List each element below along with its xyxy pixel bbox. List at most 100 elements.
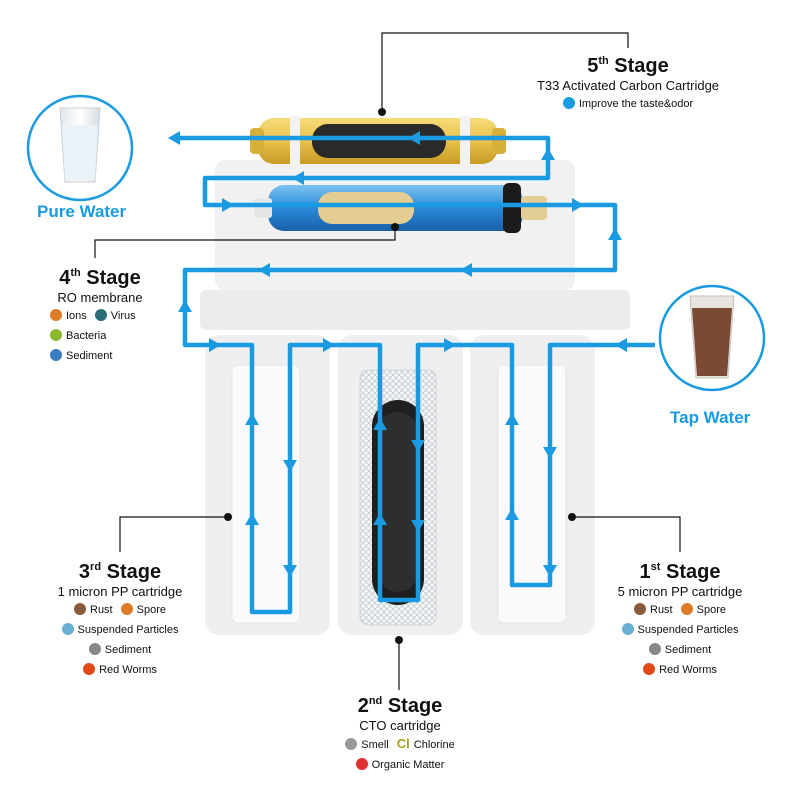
- contaminant-item: Smell: [345, 735, 389, 755]
- stage-item-row: Sediment: [20, 640, 220, 660]
- stage-4-title: 4th Stage: [59, 267, 141, 289]
- spore-icon: [680, 603, 693, 615]
- stage-item-row: Sediment: [46, 346, 180, 366]
- contaminant-item: Bacteria: [50, 326, 106, 346]
- worm-icon: [83, 663, 96, 675]
- smell-icon: [345, 738, 358, 750]
- chlorine-icon: Cl: [396, 736, 410, 751]
- particles-icon: [621, 623, 634, 635]
- stage-1-label: 1st Stage 5 micron PP cartridge Rust Spor…: [580, 556, 780, 680]
- bacteria-icon: [50, 329, 62, 341]
- stage-3-subtitle: 1 micron PP cartridge: [57, 584, 183, 599]
- cto-cartridge: [359, 369, 437, 626]
- contaminant-item: Improve the taste&odor: [562, 94, 694, 114]
- contaminant-label: Sediment: [664, 644, 712, 656]
- stage-1-subtitle: 5 micron PP cartridge: [617, 584, 743, 599]
- contaminant-item: Sediment: [88, 640, 152, 660]
- stage-item-row: Rust Spore: [580, 600, 780, 620]
- stage-item-row: Improve the taste&odor: [498, 94, 758, 114]
- stage-2-title: 2nd Stage: [357, 695, 443, 717]
- stage-item-row: Sediment: [580, 640, 780, 660]
- stage-item-row: Ions Virus: [46, 306, 180, 326]
- stage-5-subtitle: T33 Activated Carbon Cartridge: [536, 78, 720, 93]
- contaminant-label: Smell: [361, 739, 389, 751]
- stage-item-row: Red Worms: [580, 660, 780, 680]
- tap-water-glass-icon: [658, 284, 766, 392]
- rust-icon: [634, 603, 646, 615]
- stage-2-subtitle: CTO cartridge: [359, 718, 441, 733]
- contaminant-item: Red Worms: [83, 660, 157, 680]
- stage-4-subtitle: RO membrane: [57, 290, 143, 305]
- spore-icon: [120, 603, 133, 615]
- organic-icon: [355, 758, 368, 770]
- contaminant-label: Spore: [696, 604, 726, 616]
- water-flow-path: [175, 135, 655, 615]
- contaminant-label: Suspended Particles: [77, 624, 179, 636]
- contaminant-item: Red Worms: [643, 660, 717, 680]
- contaminant-label: Virus: [110, 310, 136, 322]
- stage-3-label: 3rd Stage 1 micron PP cartridge Rust Spor…: [20, 556, 220, 680]
- cup-icon: [562, 97, 575, 109]
- contaminant-label: Red Worms: [99, 664, 157, 676]
- stage-5-label: 5th Stage T33 Activated Carbon Cartridge…: [498, 50, 758, 114]
- contaminant-label: Chlorine: [413, 739, 455, 751]
- particles-icon: [61, 623, 74, 635]
- stage-item-row: Red Worms: [20, 660, 220, 680]
- flow-arrows: [168, 131, 627, 577]
- pure-water-glass-icon: [26, 94, 134, 202]
- contaminant-label: Bacteria: [66, 330, 107, 342]
- stage-item-row: Bacteria: [46, 326, 180, 346]
- contaminant-label: Improve the taste&odor: [578, 98, 694, 110]
- contaminant-label: Red Worms: [659, 664, 717, 676]
- contaminant-item: Rust: [634, 600, 673, 620]
- virus-icon: [94, 309, 107, 321]
- contaminant-item: Suspended Particles: [61, 620, 179, 640]
- sediment-icon: [648, 643, 661, 655]
- contaminant-item: Virus: [94, 306, 136, 326]
- contaminant-item: Spore: [680, 600, 726, 620]
- leader-dots: [224, 108, 576, 644]
- contaminant-label: Sediment: [66, 350, 113, 362]
- stage-1-title: 1st Stage: [639, 561, 721, 583]
- stage-5-items: Improve the taste&odor: [498, 94, 758, 114]
- contaminant-item: Rust: [74, 600, 113, 620]
- tap-water-caption: Tap Water: [670, 408, 751, 427]
- contaminant-label: Ions: [66, 310, 87, 322]
- contaminant-label: Rust: [650, 604, 673, 616]
- t33-carbon-cartridge: [250, 116, 506, 166]
- leader-lines: [94, 32, 681, 690]
- stage-3-title: 3rd Stage: [78, 561, 162, 583]
- sediment-icon: [88, 643, 101, 655]
- contaminant-item: Sediment: [50, 346, 112, 366]
- contaminant-item: Ions: [50, 306, 87, 326]
- pure-water-caption: Pure Water: [37, 202, 127, 221]
- contaminant-label: Organic Matter: [371, 759, 445, 771]
- ions-icon: [50, 309, 62, 321]
- contaminant-item: Organic Matter: [355, 755, 445, 775]
- contaminant-label: Sediment: [104, 644, 152, 656]
- contaminant-label: Suspended Particles: [637, 624, 739, 636]
- rust-icon: [74, 603, 86, 615]
- stage-5-title: 5th Stage: [587, 55, 669, 77]
- contaminant-item: Spore: [120, 600, 166, 620]
- contaminant-item: Suspended Particles: [621, 620, 739, 640]
- stage-item-row: Rust Spore: [20, 600, 220, 620]
- stage-item-row: Organic Matter: [300, 755, 500, 775]
- worm-icon: [643, 663, 656, 675]
- sediment-icon: [50, 349, 62, 361]
- contaminant-item: Sediment: [648, 640, 712, 660]
- contaminant-label: Rust: [90, 604, 113, 616]
- stage-item-row: Suspended Particles: [20, 620, 220, 640]
- ro-membrane: [254, 183, 547, 233]
- contaminant-label: Spore: [136, 604, 166, 616]
- stage-item-row: Suspended Particles: [580, 620, 780, 640]
